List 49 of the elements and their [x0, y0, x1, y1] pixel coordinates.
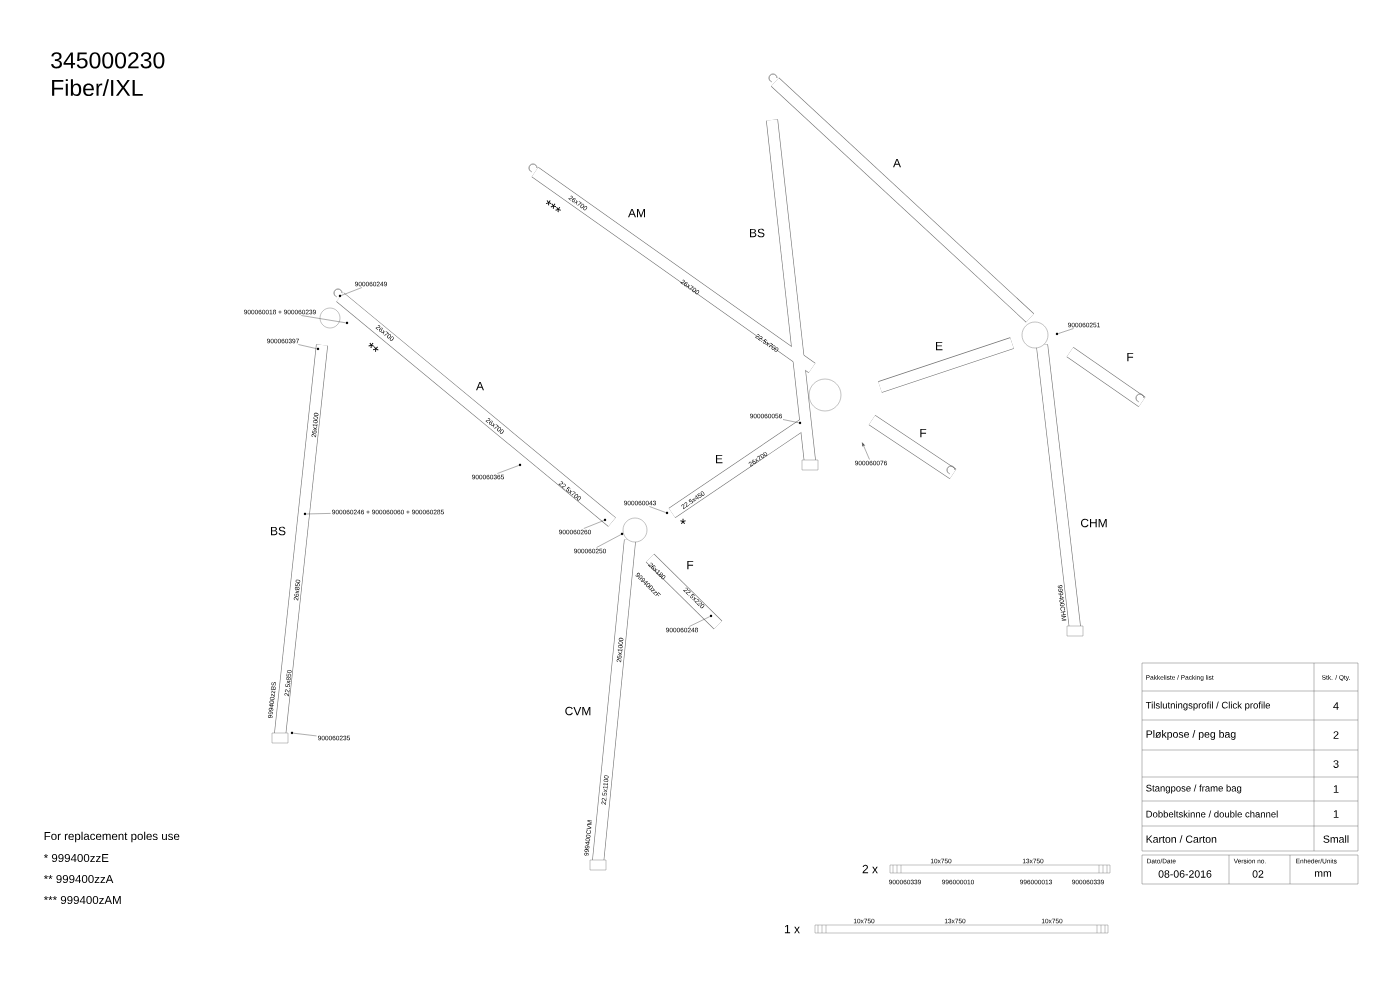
table-cell: 08-06-2016: [1158, 870, 1212, 878]
table-cell: 1: [1333, 785, 1339, 793]
pole-letter: F: [1127, 352, 1134, 362]
note-text: ** 999400zzA: [43, 874, 114, 884]
note-text: For replacement poles use: [44, 831, 180, 843]
quantity-label: 1 x: [784, 924, 800, 934]
table-cell: Karton / Carton: [1146, 835, 1217, 843]
footnote-mark: ***: [545, 200, 561, 213]
leader-line: [782, 419, 799, 423]
leader-line: [1058, 328, 1074, 334]
pole-letter: E: [716, 454, 723, 464]
pole-letter: BS: [750, 228, 765, 238]
pole-letter: AM: [628, 208, 645, 218]
table-cell: 02: [1252, 870, 1264, 878]
leader-line: [293, 732, 317, 737]
leader-line: [497, 465, 519, 474]
title: 345000230 Fiber/IXL: [51, 52, 165, 97]
table-cell: 1: [1333, 810, 1339, 818]
leader-line: [298, 344, 317, 349]
leader-line: [306, 513, 331, 515]
pole-letter: F: [920, 428, 927, 438]
pole-letter: A: [893, 158, 901, 168]
pole-letter: E: [936, 341, 943, 351]
pole-letter: CVM: [565, 706, 591, 716]
table-cell: Stangpose / frame bag: [1146, 784, 1242, 794]
table-cell: Tilslutningsprofil / Click profile: [1145, 701, 1271, 711]
table-cell: 3: [1333, 760, 1339, 768]
pole-letter: A: [476, 381, 484, 391]
pole-letter: BS: [271, 526, 286, 536]
leader-line: [689, 616, 710, 627]
leader-line: [862, 442, 870, 460]
pole-letter: F: [687, 560, 694, 570]
table-cell: 4: [1333, 702, 1339, 710]
leader-line: [341, 287, 363, 296]
pole-letter: CHM: [1080, 518, 1107, 528]
table-cell: 2: [1333, 731, 1339, 739]
table-cell: Pløkpose / peg bag: [1146, 730, 1236, 740]
table-cell: Dobbeltskinne / double channel: [1146, 810, 1278, 818]
leader-line: [583, 520, 604, 529]
note-text: * 999400zzE: [43, 853, 109, 863]
table-cell: Small: [1323, 835, 1349, 843]
quantity-label: 2 x: [862, 864, 878, 874]
leader-line: [596, 534, 621, 548]
footnote-mark: **: [368, 342, 379, 352]
footnote-mark: *: [680, 518, 686, 525]
note-text: *** 999400zAM: [43, 895, 121, 905]
table-cell: mm: [1314, 871, 1332, 877]
leader-line: [649, 506, 666, 513]
leader-line: [301, 315, 346, 323]
